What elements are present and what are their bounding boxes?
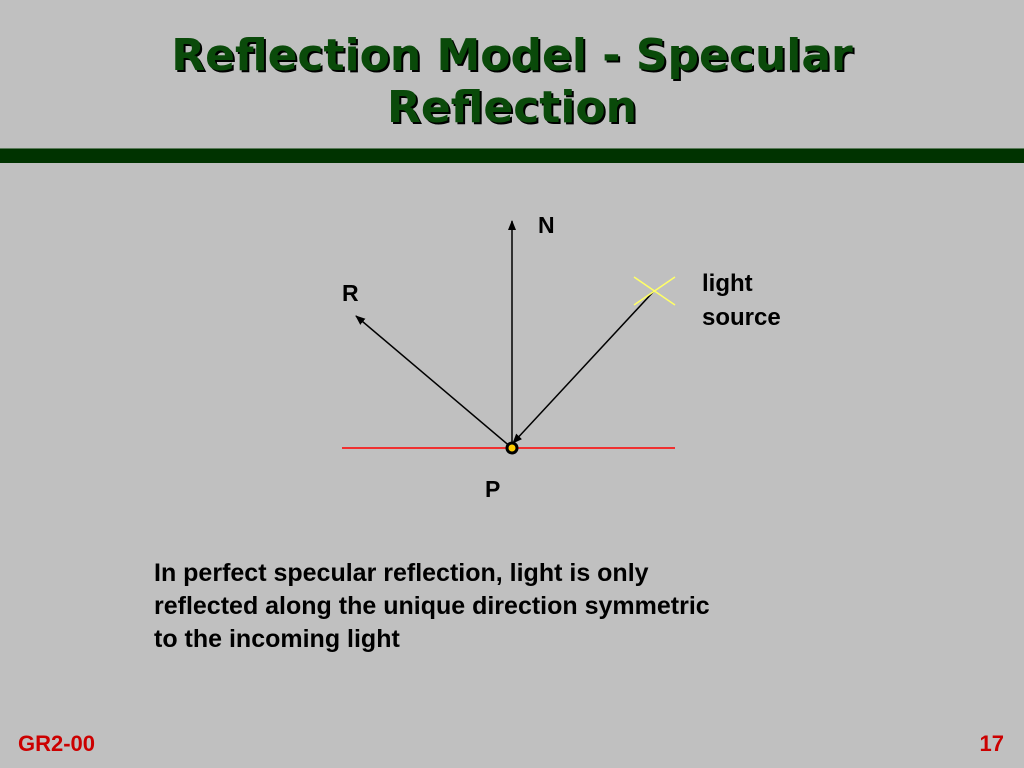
title-divider [0, 148, 1024, 163]
caption-line-1: In perfect specular reflection, light is… [154, 559, 649, 587]
title-line-1: Reflection Model - Specular [171, 30, 853, 81]
caption-line-3: to the incoming light [154, 625, 400, 653]
caption-line-2: reflected along the unique direction sym… [154, 592, 710, 620]
light-source-label-line2: source [702, 304, 781, 331]
footer-course-code: GR2-00 [18, 731, 96, 756]
title-line-2: Reflection [387, 82, 637, 133]
caption-text: In perfect specular reflection, light is… [154, 557, 834, 656]
reflected-label: R [342, 280, 359, 306]
point-p-marker [505, 441, 519, 455]
incident-ray-arrow [512, 290, 655, 444]
light-source-label-line1: light [702, 270, 753, 297]
slide-title: Reflection Model - Specular Reflection [100, 30, 924, 134]
light-source-icon [633, 276, 676, 306]
reflected-ray-arrow [355, 315, 513, 449]
normal-label: N [538, 212, 555, 238]
footer-page-number: 17 [979, 731, 1004, 756]
point-label: P [485, 476, 500, 502]
